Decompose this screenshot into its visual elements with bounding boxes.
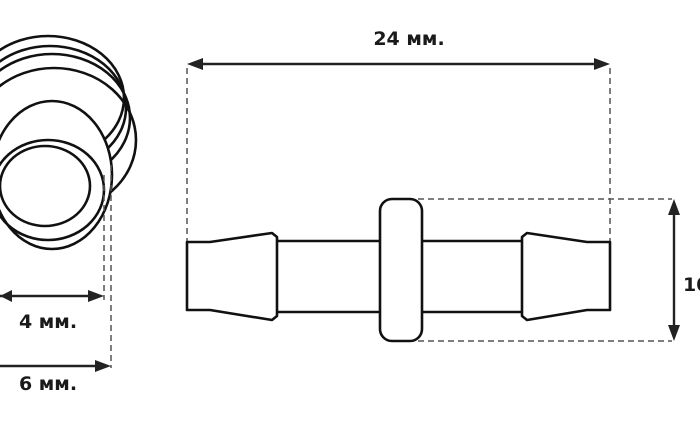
connector-right-barb <box>520 231 612 322</box>
end-view-outer-circle <box>0 99 114 251</box>
outer-diameter-arrowhead <box>95 360 111 372</box>
height-arrowhead-top <box>668 199 680 215</box>
end-view-bore <box>0 144 92 228</box>
connector-center-collar <box>378 197 424 343</box>
inner-diameter-label: 4 мм. <box>19 311 77 333</box>
length-arrowhead-right <box>594 58 610 70</box>
end-view <box>0 34 138 251</box>
inner-diameter-arrowhead-left <box>0 290 12 302</box>
outer-diameter-dimension: 6 мм. <box>0 360 111 395</box>
height-arrowhead-bottom <box>668 325 680 341</box>
connector-left-shaft <box>270 239 388 314</box>
length-arrowhead-left <box>187 58 203 70</box>
outer-diameter-label: 6 мм. <box>19 373 77 395</box>
connector-side-view <box>185 197 612 343</box>
length-label: 24 мм. <box>373 28 444 50</box>
height-label: 10 <box>683 274 700 296</box>
connector-left-barb <box>185 231 279 322</box>
inner-diameter-arrowhead-right <box>88 290 104 302</box>
inner-diameter-dimension: 4 мм. <box>0 290 104 333</box>
length-dimension: 24 мм. <box>187 28 610 70</box>
height-dimension: 10 <box>668 199 700 341</box>
connector-right-shaft <box>412 239 530 314</box>
